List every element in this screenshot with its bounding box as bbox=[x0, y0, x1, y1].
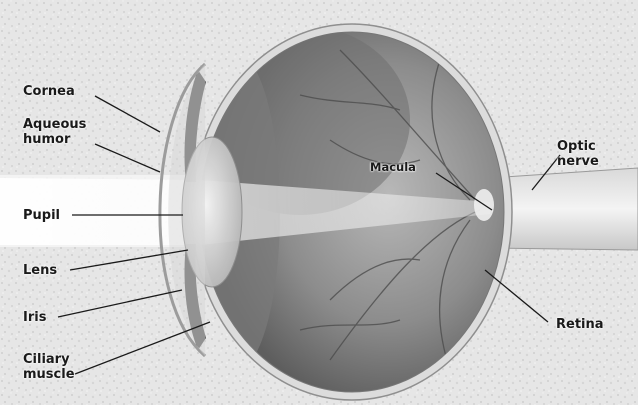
ciliary-muscle-label: Ciliary muscle bbox=[23, 352, 75, 382]
cornea-label: Cornea bbox=[23, 84, 75, 99]
macula-label: Macula bbox=[370, 160, 416, 175]
pupil-label: Pupil bbox=[23, 208, 60, 223]
iris-label: Iris bbox=[23, 310, 46, 325]
aqueous-humor-label: Aqueous humor bbox=[23, 117, 86, 147]
retina-label: Retina bbox=[556, 317, 604, 332]
optic-nerve-label: Optic nerve bbox=[557, 139, 599, 169]
lens-label: Lens bbox=[23, 263, 57, 278]
